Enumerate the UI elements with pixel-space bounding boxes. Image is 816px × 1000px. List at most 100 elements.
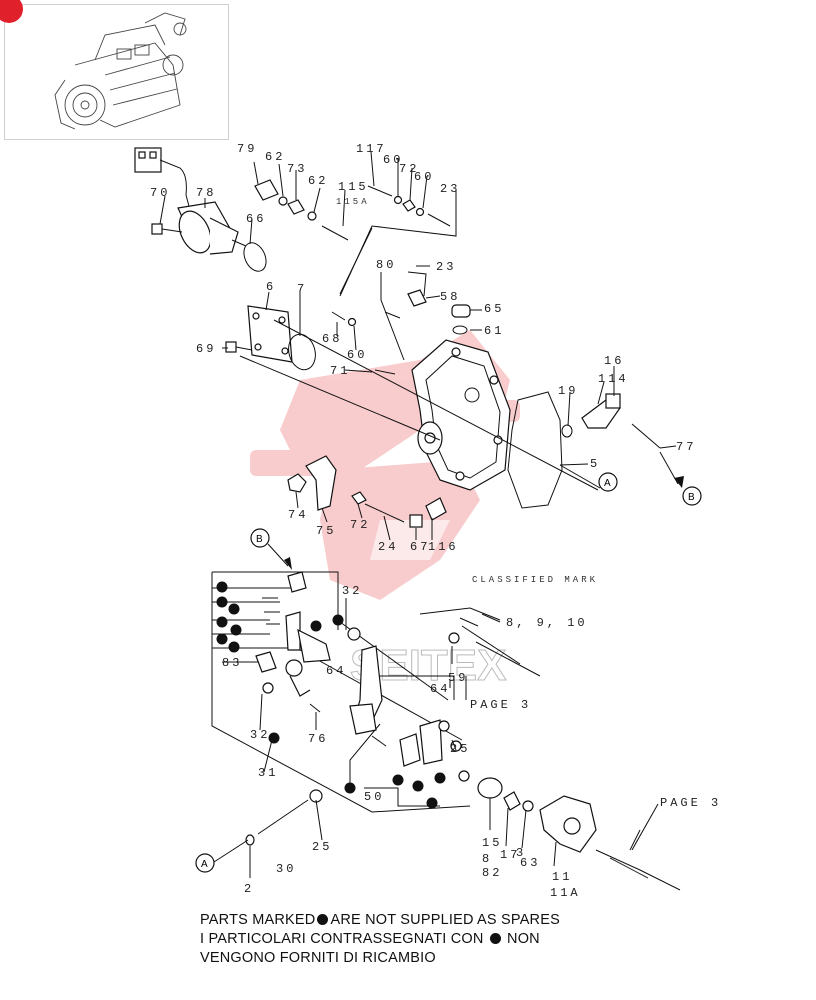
svg-text:25: 25 [450, 742, 470, 756]
solenoid[interactable] [173, 201, 247, 258]
nut-74[interactable] [287, 473, 307, 493]
svg-text:59: 59 [448, 671, 468, 685]
nut-83[interactable] [255, 651, 277, 673]
svg-text:23: 23 [436, 260, 456, 274]
svg-text:11A: 11A [550, 886, 581, 900]
bolt-69[interactable] [225, 341, 253, 353]
nut-17[interactable] [503, 791, 521, 811]
nut-67[interactable] [409, 514, 423, 528]
washer-60a[interactable] [393, 195, 403, 205]
svg-text:A: A [604, 478, 611, 489]
svg-text:8, 9, 10: 8, 9, 10 [506, 616, 588, 630]
washer-60b[interactable] [415, 207, 425, 217]
seal-61[interactable] [452, 325, 468, 335]
svg-text:8: 8 [482, 852, 492, 866]
spring-link[interactable] [371, 735, 387, 747]
pin-small[interactable] [458, 770, 470, 782]
snap-ring-2[interactable] [245, 834, 255, 846]
bolt-71[interactable] [374, 369, 396, 375]
svg-text:A: A [201, 859, 208, 870]
sleeve-117[interactable] [367, 185, 393, 197]
nut-58[interactable] [407, 289, 427, 307]
plug-16[interactable] [581, 393, 621, 429]
svg-text:63: 63 [520, 856, 540, 870]
washer-60c[interactable] [347, 317, 357, 327]
svg-text:3: 3 [516, 846, 526, 860]
svg-text:75: 75 [316, 524, 336, 538]
spring-77[interactable] [631, 423, 661, 449]
svg-text:19: 19 [558, 384, 578, 398]
collar-64[interactable] [285, 659, 303, 677]
stud-115[interactable] [321, 225, 349, 241]
svg-text:82: 82 [482, 866, 502, 880]
lever-50[interactable] [349, 645, 383, 735]
svg-text:PAGE 3: PAGE 3 [660, 796, 721, 810]
washer-19[interactable] [561, 424, 573, 438]
nut-73[interactable] [287, 199, 305, 215]
bolt-68[interactable] [331, 311, 346, 321]
svg-text:74: 74 [288, 508, 308, 522]
lever-75[interactable] [305, 455, 337, 511]
shaft-8-9-10[interactable] [448, 617, 541, 677]
spring-76[interactable] [309, 703, 321, 713]
svg-text:23: 23 [440, 182, 460, 196]
svg-text:24: 24 [378, 540, 398, 554]
svg-text:76: 76 [308, 732, 328, 746]
screw-23a[interactable] [427, 213, 451, 227]
svg-text:116: 116 [428, 540, 459, 554]
bracket-116[interactable] [425, 497, 447, 521]
engine-icon [54, 12, 187, 130]
stud-23b[interactable] [407, 271, 427, 297]
lever-assembly-31[interactable] [262, 571, 331, 663]
nut-72b[interactable] [351, 491, 367, 505]
governor-weight-11[interactable] [539, 795, 597, 853]
lever-fork[interactable] [289, 675, 311, 697]
bolt-70[interactable] [151, 223, 183, 235]
o-ring-66[interactable] [240, 239, 271, 275]
engine-thumbnail[interactable] [0, 0, 229, 140]
svg-text:115: 115 [338, 180, 369, 194]
sleeve-15[interactable] [477, 777, 503, 799]
gasket-7[interactable] [285, 331, 319, 373]
svg-text:60: 60 [414, 170, 434, 184]
gasket-5[interactable] [507, 391, 563, 509]
screw-24[interactable] [364, 503, 405, 523]
washer-62a[interactable] [278, 196, 288, 206]
part-labels: 79 62 73 62 117 60 72 60 115 115A 23 70 … [150, 142, 721, 900]
svg-text:71: 71 [330, 364, 350, 378]
washer-32b[interactable] [262, 682, 274, 694]
svg-text:25: 25 [312, 840, 332, 854]
footer-line-2: I PARTICOLARI CONTRASSEGNATI CON NON [200, 931, 540, 947]
nut-72[interactable] [402, 199, 416, 212]
svg-text:72: 72 [399, 162, 419, 176]
svg-text:114: 114 [598, 372, 629, 386]
svg-text:83: 83 [222, 656, 242, 670]
cover-plate-6[interactable] [247, 305, 293, 363]
svg-text:32: 32 [342, 584, 362, 598]
governor-housing[interactable] [411, 339, 511, 491]
nut-79[interactable] [254, 179, 279, 201]
bullet-icon [489, 933, 501, 944]
ref-a-upper: A [559, 464, 618, 492]
svg-text:58: 58 [440, 290, 460, 304]
svg-text:17: 17 [500, 848, 520, 862]
svg-text:66: 66 [246, 212, 266, 226]
washer-62b[interactable] [307, 211, 317, 221]
svg-text:60: 60 [347, 348, 367, 362]
svg-text:B: B [256, 534, 263, 545]
plug-65[interactable] [451, 304, 471, 318]
bolt-80[interactable] [384, 311, 401, 319]
svg-text:70: 70 [150, 186, 170, 200]
svg-text:PAGE 3: PAGE 3 [470, 698, 531, 712]
washer-32a[interactable] [347, 627, 361, 641]
washer-3[interactable] [522, 800, 534, 812]
svg-text:50: 50 [364, 790, 384, 804]
bullet-icon [317, 914, 329, 925]
camshaft[interactable] [595, 829, 681, 891]
svg-text:16: 16 [604, 354, 624, 368]
upper-leader-lines [159, 151, 677, 541]
svg-text:30: 30 [276, 862, 296, 876]
svg-text:68: 68 [322, 332, 342, 346]
shaft-30[interactable] [257, 789, 323, 835]
